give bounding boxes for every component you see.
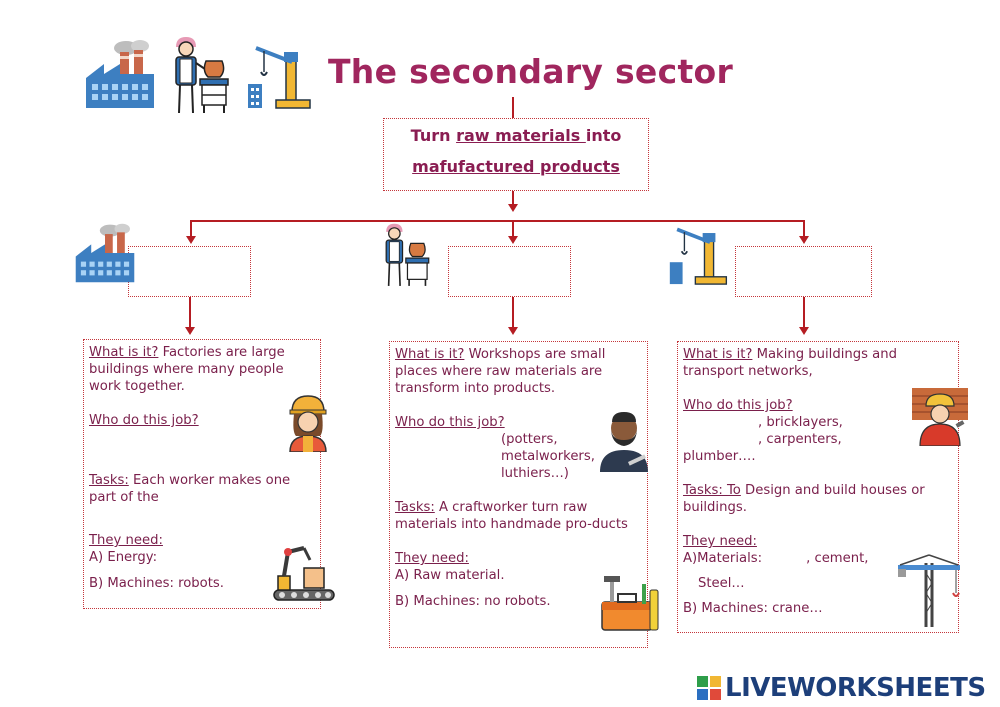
brand-mark-icon [697, 676, 721, 700]
construction-who-label: Who do this job? [683, 398, 793, 413]
robot-arm-icon [273, 546, 335, 601]
connector-horizontal [190, 220, 804, 222]
construction-need-a3: Steel… [698, 576, 745, 591]
workshop-what-label: What is it? [395, 347, 465, 362]
connector-title [512, 97, 514, 118]
factory-need-b: B) Machines: robots. [89, 576, 224, 591]
brand-logo: LIVEWORKSHEETS [697, 673, 986, 703]
answer-box-factory[interactable] [128, 246, 251, 297]
builder-icon [912, 388, 968, 446]
potter-small-icon [385, 223, 430, 286]
connector-right [803, 220, 805, 236]
definition-prefix: Turn [410, 126, 457, 145]
factory-what-label: What is it? [89, 345, 159, 360]
card-workshop: What is it? Workshops are small places w… [389, 341, 648, 648]
workshop-need-a: A) Raw material. [395, 568, 505, 583]
construction-what-label: What is it? [683, 347, 753, 362]
construction-who-line3: plumber…. [683, 449, 756, 464]
arrow-factory-card [185, 327, 195, 335]
factory-tasks-label: Tasks: [89, 473, 129, 488]
workshop-who-label: Who do this job? [395, 415, 505, 430]
answer-box-construction[interactable] [735, 246, 872, 297]
definition-raw-materials: raw materials [456, 126, 586, 145]
arrow-workshop-card [508, 327, 518, 335]
factory-need-label: They need: [89, 533, 163, 548]
arrow-top [508, 204, 518, 212]
connector-factory-card [189, 297, 191, 327]
construction-what-text: Making buildings and transport networks, [683, 347, 897, 379]
answer-box-workshop[interactable] [448, 246, 571, 297]
connector-workshop-card [512, 297, 514, 327]
tower-crane-icon [898, 554, 960, 627]
craftsman-icon [600, 412, 648, 472]
arrow-left [186, 236, 196, 244]
workshop-tasks-text: A craftworker turn raw materials into ha… [395, 500, 628, 532]
factory-need-a: A) Energy: [89, 550, 158, 565]
connector-down [512, 191, 514, 205]
workshop-what-text: Workshops are small places where raw mat… [395, 347, 606, 396]
brand-name: LIVEWORKSHEETS [725, 673, 986, 703]
connector-construction-card [803, 297, 805, 327]
crane-small-icon [669, 227, 728, 285]
factory-who-label: Who do this job? [89, 413, 199, 428]
factory-small-icon [75, 223, 135, 283]
factory-what-text: Factories are large buildings where many… [89, 345, 285, 394]
workshop-tasks-label: Tasks: [395, 500, 435, 515]
workshop-need-label: They need: [395, 551, 469, 566]
construction-tasks-label: Tasks: To [683, 483, 741, 498]
female-worker-icon [289, 395, 327, 452]
connector-left [190, 220, 192, 236]
construction-need-b: B) Machines: crane… [683, 601, 823, 616]
construction-who-line2: , carpenters, [758, 432, 842, 447]
toolbox-icon [601, 576, 659, 631]
arrow-right [799, 236, 809, 244]
construction-tasks-text: Design and build houses or buildings. [683, 483, 925, 515]
workshop-need-b: B) Machines: no robots. [395, 594, 551, 609]
factory-tasks-text: Each worker makes one part of the [89, 473, 291, 505]
connector-middle [512, 220, 514, 236]
crane-icon [248, 46, 311, 109]
definition-box: Turn raw materials into mafufactured pro… [383, 118, 649, 191]
factory-icon [86, 40, 154, 108]
potter-icon [175, 37, 229, 114]
definition-line2: mafufactured products [412, 157, 620, 176]
construction-need-a1: A)Materials: [683, 551, 763, 566]
construction-who-line1: , bricklayers, [758, 415, 843, 430]
page-title: The secondary sector [328, 52, 734, 91]
construction-need-label: They need: [683, 534, 757, 549]
card-factory: What is it? Factories are large building… [83, 339, 321, 609]
definition-suffix: into [585, 126, 622, 145]
arrow-middle [508, 236, 518, 244]
workshop-who-text: (potters, metalworkers, luthiers…) [501, 432, 595, 481]
arrow-construction-card [799, 327, 809, 335]
construction-need-a2: , cement, [806, 551, 869, 566]
